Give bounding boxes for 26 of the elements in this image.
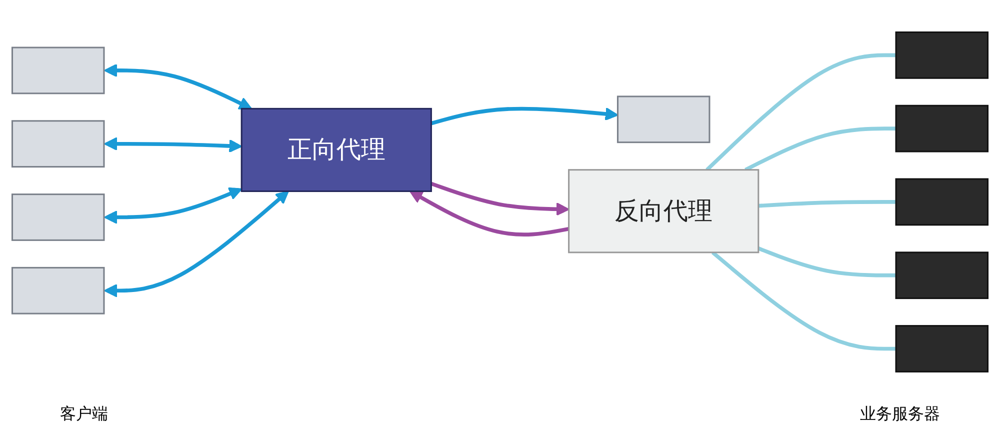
- node-box: [616, 96, 710, 144]
- connector: [711, 251, 896, 351]
- arrow: [430, 106, 618, 126]
- node-box: 反向代理: [568, 169, 760, 254]
- arrow: [104, 187, 242, 224]
- connector: [758, 200, 896, 208]
- node-box: [895, 252, 989, 300]
- arrow: [104, 190, 289, 298]
- group-caption: 客户端: [60, 404, 108, 425]
- node-box: [11, 46, 105, 94]
- group-caption: 业务服务器: [860, 404, 940, 425]
- arrow: [430, 182, 570, 216]
- node-box: [11, 266, 105, 314]
- arrow: [104, 64, 252, 110]
- connector: [706, 53, 896, 172]
- node-box: [11, 120, 105, 168]
- connector: [744, 126, 896, 172]
- node-box: [895, 104, 989, 152]
- node-box: 正向代理: [240, 108, 432, 192]
- node-box: [895, 325, 989, 372]
- connector: [758, 246, 896, 278]
- node-box: [895, 32, 989, 79]
- node-box: [895, 178, 989, 226]
- arrow: [409, 190, 570, 236]
- arrow: [104, 137, 242, 153]
- node-box: [11, 194, 105, 241]
